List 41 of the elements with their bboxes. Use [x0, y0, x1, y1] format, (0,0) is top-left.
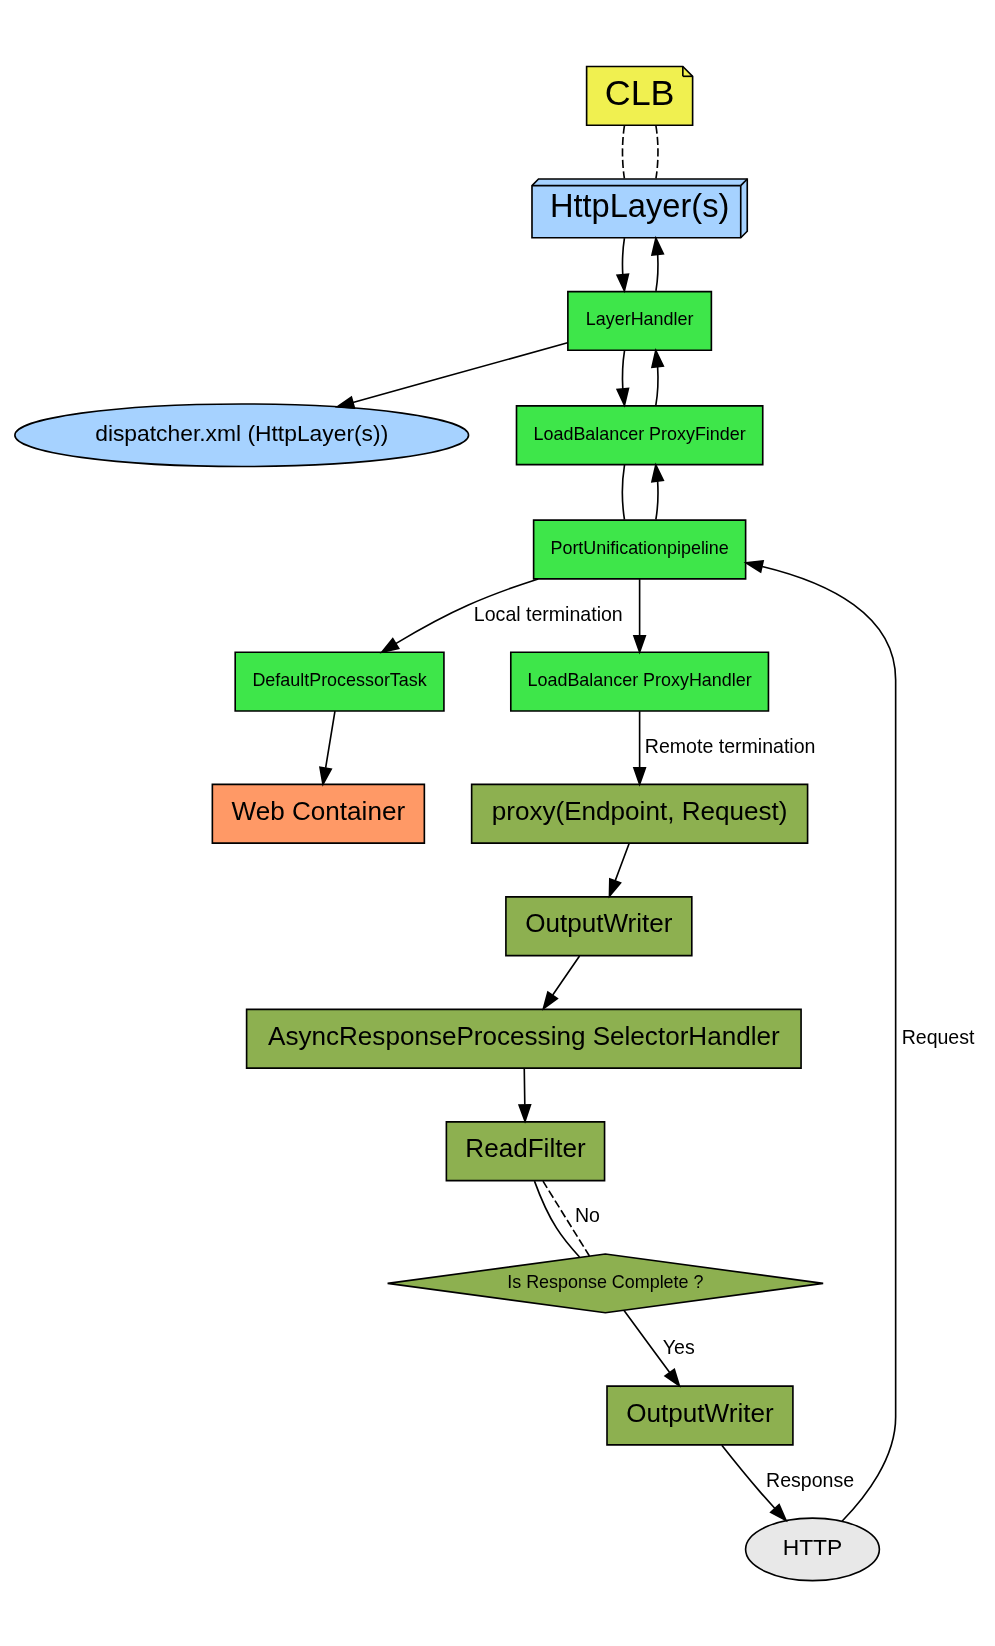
arrow — [379, 577, 539, 653]
connector — [621, 463, 626, 520]
edge-label: Local termination — [473, 602, 623, 625]
node-box: PortUnificationpipeline — [532, 518, 747, 580]
node-ellipse: HTTP — [744, 1516, 881, 1581]
node-diamond: Is Response Complete ? — [386, 1252, 824, 1314]
node-box: ReadFilter — [445, 1120, 606, 1181]
connector — [542, 1179, 591, 1257]
connector — [655, 124, 659, 179]
edge-label: Remote termination — [644, 734, 816, 757]
node-box: OutputWriter — [606, 1384, 794, 1446]
arrow — [615, 349, 630, 408]
arrow — [743, 559, 897, 1522]
arrow — [608, 842, 630, 898]
arrow — [615, 236, 630, 293]
arrow — [318, 709, 336, 787]
node-box: DefaultProcessorTask — [234, 650, 445, 712]
node-box: AsyncResponseProcessing SelectorHandler — [245, 1008, 802, 1069]
node-box: LayerHandler — [567, 290, 713, 351]
arrow — [632, 577, 647, 655]
node-box: LoadBalancer ProxyHandler — [509, 650, 770, 712]
arrow — [623, 1309, 681, 1388]
edge-label: Response — [766, 1468, 855, 1491]
node-box: OutputWriter — [505, 895, 693, 956]
arrow — [334, 341, 569, 409]
arrow — [650, 235, 665, 292]
node-box: Web Container — [211, 783, 426, 844]
edge-label: Yes — [662, 1335, 695, 1358]
node-box: proxy(Endpoint, Request) — [470, 783, 809, 844]
node-box: LoadBalancer ProxyFinder — [515, 404, 764, 465]
connector — [533, 1179, 581, 1258]
arrow — [650, 347, 665, 406]
arrow — [541, 954, 581, 1011]
connector — [621, 124, 626, 179]
edge-label: Request — [901, 1025, 975, 1048]
arrow — [721, 1444, 788, 1522]
arrow — [632, 709, 647, 787]
arrow — [650, 461, 665, 520]
node-ellipse: dispatcher.xml (HttpLayer(s)) — [14, 402, 470, 467]
edge-label: No — [574, 1203, 600, 1226]
arrow — [517, 1067, 532, 1124]
